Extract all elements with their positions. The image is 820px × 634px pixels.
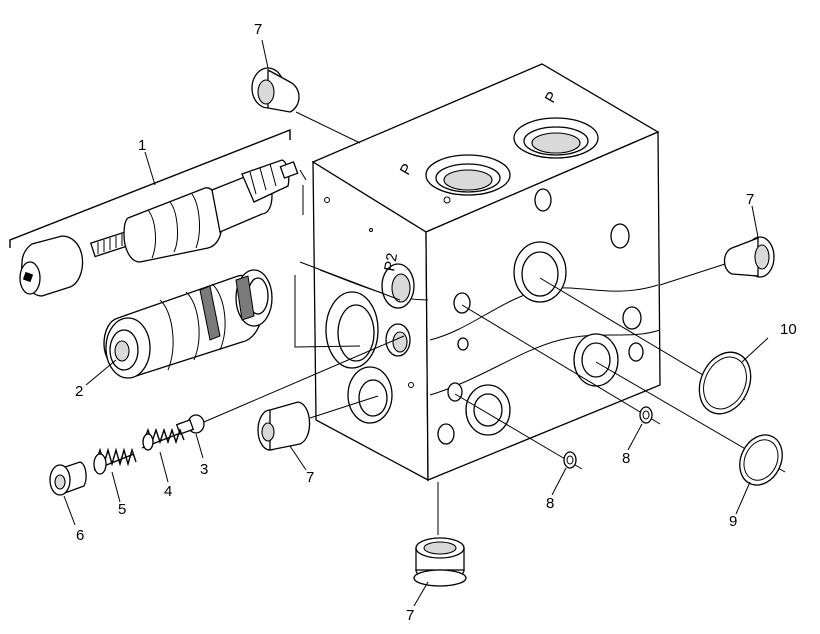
callout-6: 6: [76, 527, 84, 544]
callout-leaders: [63, 39, 769, 607]
part-5-spring: [93, 447, 137, 475]
part-4-spring: [141, 427, 185, 451]
callout-7-bottom: 7: [406, 607, 414, 624]
top-port-right: [513, 117, 599, 159]
callout-10: 10: [780, 321, 797, 338]
callout-3: 3: [200, 461, 208, 478]
part-7-plug-bottom: [413, 537, 467, 587]
callout-numbers: 7 1 7 10 2 3 4 5 6 7 8 8 9 7: [75, 21, 797, 624]
callout-7-top: 7: [254, 21, 262, 38]
top-port-left: [425, 154, 511, 196]
callout-2: 2: [75, 383, 83, 400]
callout-8-left: 8: [546, 495, 554, 512]
part-8-oring-right: [639, 406, 653, 424]
part-6-plug: [49, 461, 87, 496]
callout-9: 9: [729, 513, 737, 530]
part-7-plug-right: [723, 236, 775, 278]
part-9-seal: [739, 434, 783, 486]
valve-block-body: P P P2: [311, 63, 661, 482]
part-8-oring-left: [563, 451, 577, 469]
callout-5: 5: [118, 501, 126, 518]
callout-7-right: 7: [746, 191, 754, 208]
part-7-plug-top: [251, 67, 300, 113]
callout-8-right: 8: [622, 450, 630, 467]
part-1-cartridge-valve: [9, 128, 299, 297]
part-10-seal: [698, 351, 752, 415]
part-2-relief-cartridge: [103, 269, 273, 379]
callout-1: 1: [138, 137, 146, 154]
callout-7-middle: 7: [306, 469, 314, 486]
left-face-ports: [324, 197, 415, 424]
port-mark-side: P2: [381, 252, 401, 273]
callout-4: 4: [164, 483, 172, 500]
front-face-ports: [437, 188, 644, 445]
part-7-plug-middle: [257, 401, 311, 451]
